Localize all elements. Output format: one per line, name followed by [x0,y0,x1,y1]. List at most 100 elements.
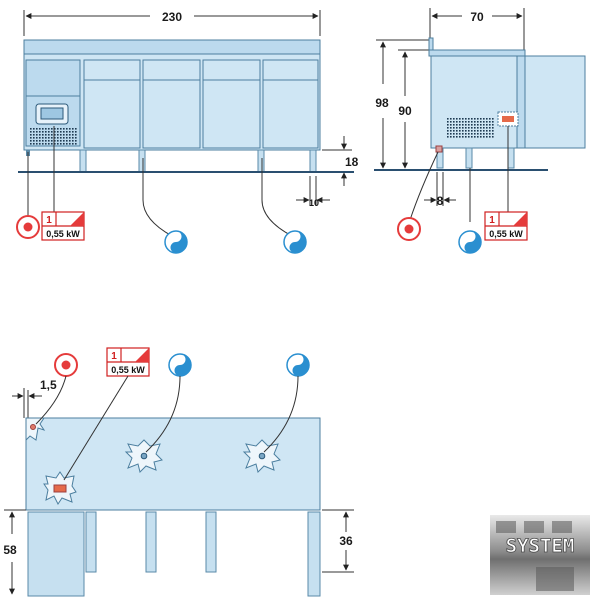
front-vent-grille [30,128,77,145]
vent-hole [69,131,71,133]
vent-hole [42,137,44,139]
vent-hole [72,128,74,130]
vent-hole [60,137,62,139]
vent-hole [471,133,473,135]
vent-hole [492,118,494,120]
front-leg-2 [79,149,87,173]
vent-hole [45,140,47,142]
vent-hole [480,136,482,138]
vent-hole [57,131,59,133]
side-vent-grille [447,118,494,138]
vent-hole [75,137,77,139]
vent-hole [486,121,488,123]
vent-hole [36,143,38,145]
vent-hole [471,130,473,132]
vent-hole [492,124,494,126]
plan-leg-height-label: 36 [339,534,353,548]
vent-hole [465,121,467,123]
vent-hole [465,130,467,132]
vent-hole [69,140,71,142]
vent-hole [63,131,65,133]
vent-hole [480,118,482,120]
vent-hole [54,128,56,130]
vent-hole [42,128,44,130]
phase-triangle-icon [135,348,149,362]
vent-hole [456,121,458,123]
worktop-height-label: 90 [398,104,412,118]
vent-hole [456,136,458,138]
vent-hole [447,124,449,126]
door-1 [83,59,141,149]
vent-hole [51,131,53,133]
vent-hole [459,118,461,120]
plan-offset-label: 1,5 [40,378,57,392]
vent-hole [453,133,455,135]
vent-hole [483,136,485,138]
vent-hole [459,124,461,126]
vent-hole [468,127,470,129]
vent-hole [459,133,461,135]
vent-hole [75,140,77,142]
power-rating-label-plan: 1 0,55 kW [106,347,150,377]
front-leg-3 [138,149,146,173]
plan-water-leader-2 [263,375,299,453]
vent-hole [54,140,56,142]
plan-power-leader [63,375,129,481]
vent-hole [30,131,32,133]
compressor-compartment [25,59,81,147]
vent-hole [474,124,476,126]
vent-hole [468,130,470,132]
vent-hole [45,128,47,130]
side-depth-label: 70 [470,10,484,24]
side-view: 70 98 90 8 [374,8,586,254]
vent-hole [42,131,44,133]
vent-hole [60,143,62,145]
plan-rear-depth-label: 58 [3,543,17,557]
vent-hole [477,118,479,120]
vent-hole [33,140,35,142]
vent-hole [477,133,479,135]
vent-hole [483,127,485,129]
vent-hole [459,127,461,129]
vent-hole [474,118,476,120]
vent-hole [483,130,485,132]
vent-hole [69,137,71,139]
vent-hole [456,127,458,129]
plan-leg-4 [307,511,321,597]
water-drain-icon [164,230,188,254]
vent-hole [66,140,68,142]
vent-hole [465,124,467,126]
vent-hole [36,140,38,142]
vent-hole [51,128,53,130]
vent-hole [489,121,491,123]
vent-hole [492,127,494,129]
vent-hole [450,133,452,135]
vent-hole [39,128,41,130]
vent-hole [54,134,56,136]
vent-hole [57,140,59,142]
side-electric-leader [409,151,439,221]
vent-hole [57,143,59,145]
vent-hole [480,127,482,129]
vent-hole [456,118,458,120]
vent-hole [42,140,44,142]
vent-hole [486,136,488,138]
vent-hole [477,121,479,123]
water-leader-front-2 [261,158,293,237]
vent-hole [33,134,35,136]
vent-hole [462,133,464,135]
vent-hole [456,124,458,126]
vent-hole [474,127,476,129]
front-width-label: 230 [162,10,182,24]
side-body [430,55,518,149]
vent-hole [39,134,41,136]
vent-hole [483,133,485,135]
vent-hole [477,130,479,132]
vent-hole [447,133,449,135]
vent-hole [60,131,62,133]
phase-triangle-icon [70,212,84,226]
vent-hole [450,118,452,120]
vent-hole [468,136,470,138]
power-value: 0,55 kW [489,229,523,239]
vent-hole [75,131,77,133]
